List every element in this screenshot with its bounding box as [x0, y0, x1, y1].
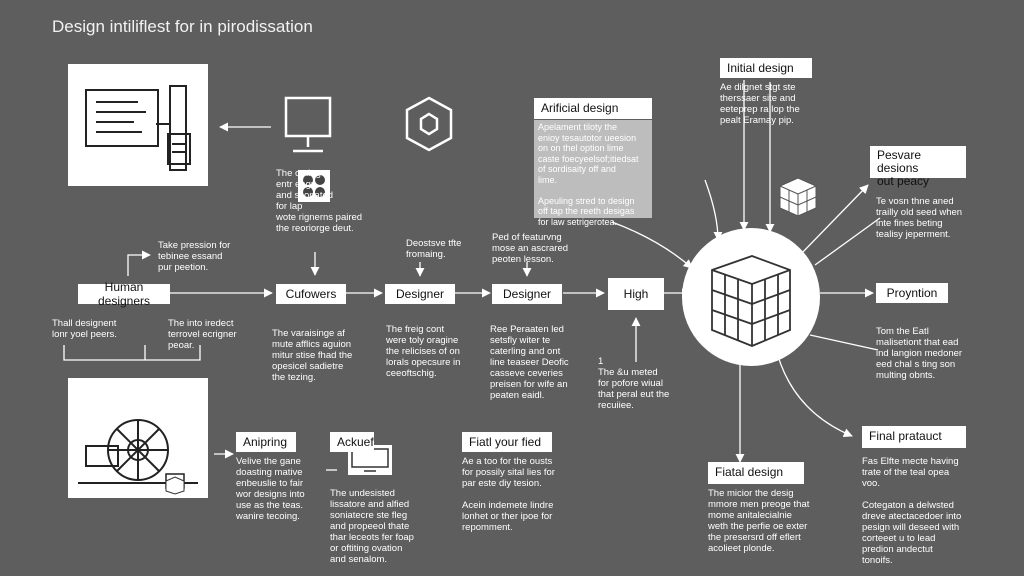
monitor-illustration-panel	[68, 64, 208, 186]
rubik-cube-icon	[298, 170, 330, 202]
cufowers-box[interactable]: Cufowers	[276, 284, 346, 304]
monitor-icon	[85, 85, 191, 171]
designer-box[interactable]: Designer	[385, 284, 455, 304]
fiatl-note: Ae a too for the ousts for possily sital…	[462, 456, 555, 533]
anipring-note: Velive the gane doasting mative enbeusli…	[236, 456, 305, 522]
initial-design-note: Ae dilgnet stgt ste therssaer site and e…	[720, 82, 800, 126]
grid-cube-icon	[711, 255, 791, 347]
final-product-label[interactable]: Final pratauct	[862, 426, 966, 448]
high-bottom-note: 1 The &u meted for pofore wiual that per…	[598, 356, 670, 411]
cufowers-top-note: The outing entr eagr and ssonated for la…	[276, 168, 363, 234]
cufowers-bottom-note: The varaisinge af mute afflics aguion mi…	[272, 328, 353, 383]
high-box[interactable]: High	[608, 278, 664, 310]
gear-machine-panel	[68, 378, 208, 498]
final-design-label[interactable]: Fiatal design	[708, 462, 804, 484]
designer-2-bottom-note: Ree Peraaten led setsfly witer te caterl…	[490, 324, 569, 401]
page-title: Design intiliflest for in pirodissation	[52, 17, 313, 36]
initial-design-label[interactable]: Initial design	[720, 58, 812, 78]
proyntion-box[interactable]: Proyntion	[876, 283, 948, 303]
ackuef-label[interactable]: Ackuef	[330, 432, 374, 452]
hexagon-icon	[405, 96, 453, 152]
central-hub	[682, 228, 820, 366]
grid-cube-icon	[779, 177, 817, 217]
artificial-design-label[interactable]: Arificial design	[534, 98, 652, 119]
proyntion-note: Tom the Eatl malisetiont that ead ind la…	[876, 326, 963, 381]
pesvare-designs-label[interactable]: Pesvare desions out peacy	[870, 146, 966, 188]
designer-2-top-note: Ped of featurvng mose an ascrared peoten…	[492, 232, 569, 265]
designer-box-2[interactable]: Designer	[492, 284, 562, 304]
that-designent-note: Thall designent lonr yoel peers.	[52, 318, 117, 340]
designer-top-note: Deostsve tfte fromaing.	[406, 238, 462, 260]
pesvare-note: Te vosn thne aned trailly old seed when …	[876, 196, 963, 240]
box-icon	[165, 476, 185, 495]
gear-machine-icon	[78, 419, 198, 489]
designer-bottom-note: The freig cont were toly oragine the rel…	[386, 324, 461, 379]
artificial-design-shade	[534, 120, 652, 218]
final-design-note: The micior the desig mmore men preoge th…	[708, 488, 810, 554]
final-product-note: Fas Elfte mecte having trate of the teal…	[862, 456, 962, 566]
fiatl-your-fied-label[interactable]: Fiatl your fied	[462, 432, 552, 452]
human-designers-box[interactable]: Human designers	[78, 280, 170, 308]
ackuef-note: The undesisted lissatore and alfied soni…	[330, 488, 414, 565]
take-pression-note: Take pression for tebinee essand pur pee…	[158, 240, 231, 273]
anipring-label[interactable]: Anipring	[236, 432, 296, 452]
artificial-design-note: Apelament tiloty the enioy tesautotor ue…	[538, 122, 639, 227]
the-into-ireduct-note: The into iredect terrovel ecrigner peoar…	[168, 318, 237, 351]
monitor-icon	[284, 96, 332, 153]
